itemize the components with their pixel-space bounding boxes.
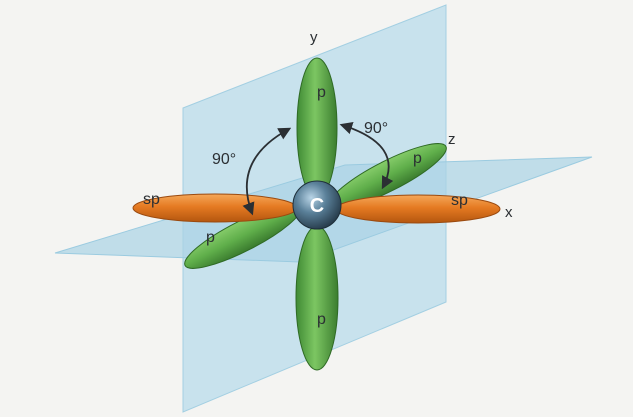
sp-label-right: sp xyxy=(451,192,468,209)
angle-label-right: 90° xyxy=(364,120,388,137)
carbon-label: C xyxy=(310,195,324,217)
sp-orbital-lobe-right xyxy=(335,194,501,224)
axis-label-z: z xyxy=(448,131,456,148)
p-orbital-lobe-up xyxy=(296,57,338,199)
axis-label-x: x xyxy=(505,204,513,221)
angle-arc-left xyxy=(242,127,292,216)
p-orbital-lobe-down xyxy=(295,225,339,371)
angle-arc-right xyxy=(339,122,394,190)
p-label-down: p xyxy=(317,311,326,328)
angle-label-left: 90° xyxy=(212,151,236,168)
sp-label-left: sp xyxy=(143,191,160,208)
carbon-atom xyxy=(292,180,342,230)
p-label-up: p xyxy=(317,84,326,101)
p-label-front: p xyxy=(206,229,215,246)
p-label-back: p xyxy=(413,150,422,167)
axis-label-y: y xyxy=(310,29,318,46)
